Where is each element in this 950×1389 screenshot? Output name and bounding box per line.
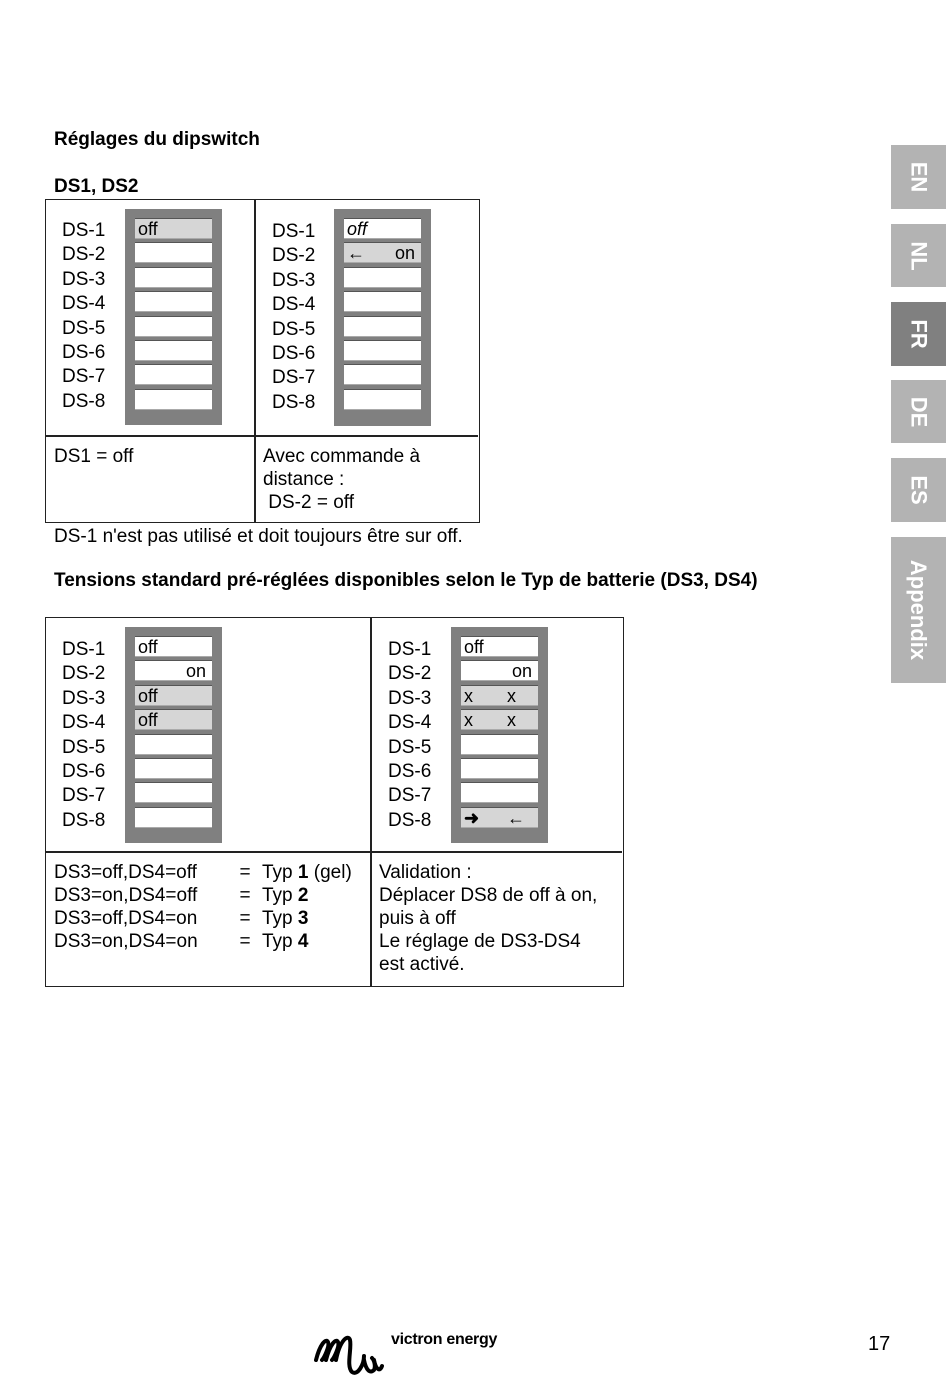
victron-logo-icon	[312, 1330, 384, 1380]
brand-name: victron energy	[391, 1331, 498, 1348]
right-arrow-icon: ➜	[464, 807, 480, 828]
tab-fr[interactable]: FR	[891, 302, 946, 366]
dipswitch-block-3: off on off off	[125, 627, 222, 843]
page-title: Réglages du dipswitch	[54, 129, 260, 150]
tab-nl[interactable]: NL	[891, 224, 946, 287]
dipswitch-block-2: off ←on	[334, 209, 431, 426]
tab-appendix[interactable]: Appendix	[891, 537, 946, 683]
ds1-note: DS-1 n'est pas utilisé et doit toujours …	[54, 526, 463, 547]
validation-description: Validation : Déplacer DS8 de off à on, p…	[379, 862, 598, 975]
section-heading-ds1-ds2: DS1, DS2	[54, 176, 139, 197]
tab-de[interactable]: DE	[891, 380, 946, 443]
ds1-description: DS1 = off	[54, 446, 134, 467]
section-heading-battery-type: Tensions standard pré-réglées disponible…	[54, 570, 758, 591]
battery-type-mapping: DS3=off,DS4=off=Typ 1 (gel) DS3=on,DS4=o…	[54, 862, 352, 952]
left-arrow-icon: ←	[507, 807, 525, 828]
ds2-description: Avec commande à distance : DS-2 = off	[263, 446, 421, 513]
tab-es[interactable]: ES	[891, 458, 946, 522]
tab-en[interactable]: EN	[891, 145, 946, 209]
dipswitch-block-1: off	[125, 209, 222, 425]
left-arrow-icon: ←	[347, 243, 365, 264]
page-number: 17	[868, 1333, 891, 1355]
